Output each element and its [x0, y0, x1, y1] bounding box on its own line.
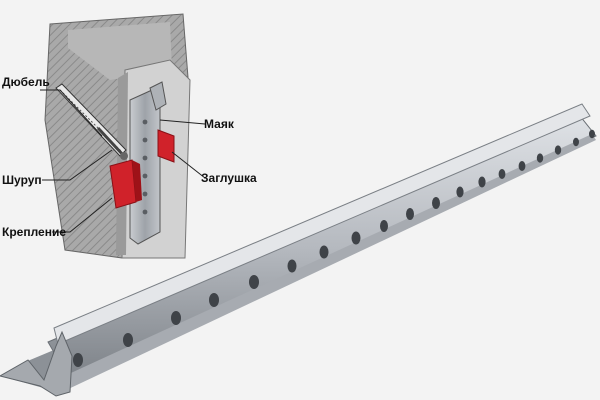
screw [96, 126, 128, 160]
profile-holes [73, 129, 595, 367]
label-mount: Крепление [2, 225, 66, 239]
label-dowel: Дюбель [2, 75, 50, 89]
mount [109, 159, 142, 209]
label-cap: Заглушка [201, 171, 257, 185]
label-beacon: Маяк [204, 117, 235, 131]
label-screw: Шуруп [2, 173, 42, 187]
cap [157, 129, 175, 163]
beacon-profile-vertical [129, 81, 167, 245]
leader-lines [40, 89, 206, 233]
